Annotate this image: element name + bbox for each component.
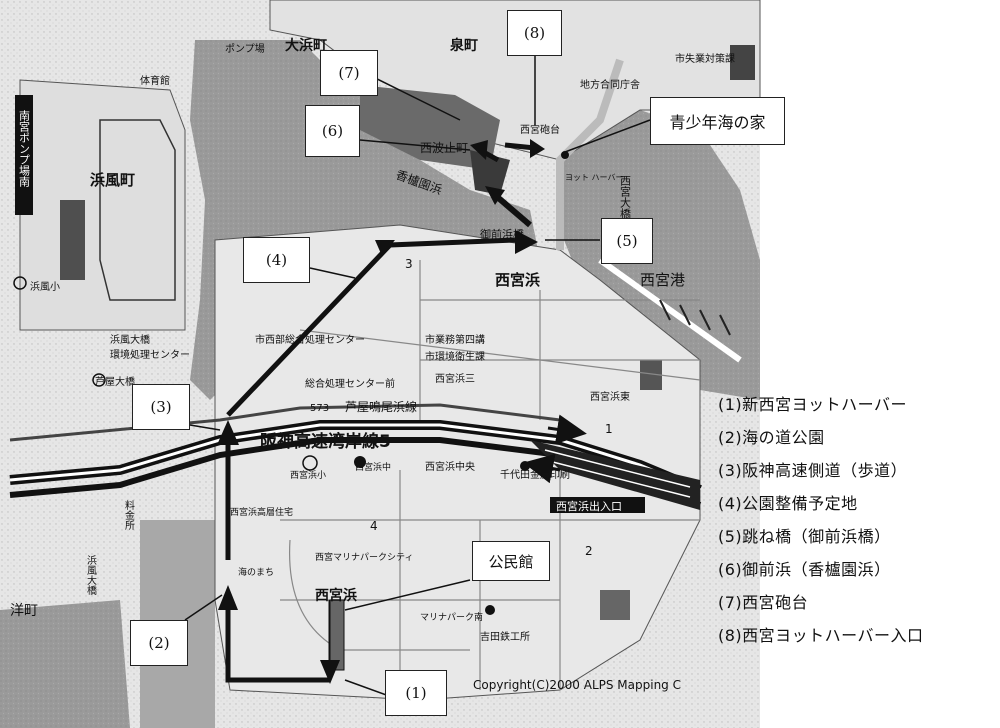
callout-kominkan: 公民館 — [472, 541, 550, 581]
label-chiyoda: 千代田金属印刷 — [500, 468, 570, 481]
ramp-stripe — [544, 459, 691, 498]
exit-label-bg — [550, 497, 645, 513]
label-seiryo: 西宮浜三 — [435, 372, 475, 385]
callout-2: (2) — [130, 620, 188, 666]
route-arrow-east — [530, 139, 545, 158]
label-expressway: 阪神高速湾岸線5 — [260, 431, 391, 452]
exit-arrow — [523, 453, 561, 484]
legend-item-5: (5)跳ね橋（御前浜橋） — [718, 527, 891, 546]
route-segment — [493, 192, 532, 228]
road-east — [598, 257, 742, 363]
block-number: 3 — [405, 257, 413, 271]
callout-8: (8) — [507, 10, 562, 56]
route-arrow-up — [218, 585, 238, 610]
label-fortress: 西宮砲台 — [520, 123, 560, 136]
label-nishinomiyahama: 西宮浜 — [495, 271, 540, 289]
korouen-strip — [470, 150, 510, 195]
building-block — [640, 360, 662, 390]
label-marina-park2: マリナパーク南 — [420, 611, 483, 623]
label-yacht: ヨット ハーバー — [565, 173, 623, 182]
route-arrow-up — [217, 420, 239, 445]
label-umi-no-machi: 海のまち — [238, 566, 274, 578]
building-block — [60, 200, 85, 280]
ramp-stripe — [544, 449, 691, 488]
legend-item-6: (6)御前浜（香櫨園浜） — [718, 560, 891, 579]
copyright-notice: Copyright(C)2000 ALPS Mapping C — [473, 678, 681, 692]
route-arrow-down — [320, 660, 340, 684]
block-number: 4 — [370, 519, 378, 533]
legend-item-8: (8)西宮ヨットハーバー入口 — [718, 626, 924, 645]
label-marina-high: 西宮浜高層住宅 — [230, 506, 293, 518]
label-kanpo: 環境処理センター — [110, 348, 190, 361]
callout-6: (6) — [305, 105, 360, 157]
callout-7: (7) — [320, 50, 378, 96]
label-yoshida: 吉田鉄工所 — [480, 630, 530, 643]
legend-item-7: (7)西宮砲台 — [718, 593, 809, 612]
label-izumi: 泉町 — [450, 37, 478, 54]
walking-route — [225, 237, 516, 683]
label-marina-park: 西宮マリナパークシティ — [315, 551, 413, 563]
label-nishinomiyahama-south: 西宮浜 — [315, 587, 357, 604]
label-ryokin: 料金所 — [123, 499, 135, 531]
legend-item-1: (1)新西宮ヨットハーバー — [718, 395, 908, 414]
building-block — [600, 590, 630, 620]
label-ohashi: 西宮大橋 — [619, 175, 632, 220]
label-ashiya-route: 芦屋鳴尾浜線 — [345, 399, 417, 414]
label-sogo-center: 総合処理センター前 — [305, 377, 395, 390]
label-exit: 西宮浜出入口 — [556, 499, 622, 513]
label-taiiku: 体育館 — [140, 74, 170, 87]
label-hama-mid: 西宮浜中央 — [425, 460, 475, 473]
sea-area-south — [0, 600, 130, 728]
route-arrow-ne — [375, 240, 395, 256]
legend: (1)新西宮ヨットハーバー (2)海の道公園 (3)阪神高速側道（歩道） (4)… — [718, 388, 1000, 652]
exit-arrow — [547, 414, 587, 445]
expressway-centerline — [9, 423, 701, 492]
route-arrow-nw — [485, 186, 505, 205]
block-number: 1 — [605, 422, 613, 436]
legend-item-3: (3)阪神高速側道（歩道） — [718, 461, 908, 480]
building-block — [730, 45, 755, 80]
label-hamakaze-bridge: 浜風大橋 — [110, 333, 150, 346]
road-north — [556, 58, 624, 250]
label-fire: 市失業対策課 — [675, 52, 735, 65]
label-hotel: 地方合同庁舎 — [580, 78, 640, 91]
label-ohama: 大浜町 — [285, 37, 327, 54]
harbour-piers — [659, 299, 731, 336]
label-nango-pump: 南宮ポンプ場南 — [18, 110, 31, 187]
map-symbols — [13, 151, 569, 615]
callout-youth-house: 青少年海の家 — [650, 97, 785, 145]
label-port: 西宮港 — [640, 271, 685, 289]
callout-4: (4) — [243, 237, 310, 283]
park-zone — [360, 85, 500, 170]
label-gyomu: 市業務第四講 — [425, 333, 485, 346]
callout-1: (1) — [385, 670, 447, 716]
sea-area-east — [560, 110, 760, 400]
route-arrow-east — [515, 230, 538, 254]
hamakaze-block — [99, 119, 176, 301]
block-number: 2 — [585, 544, 593, 558]
callout-5: (5) — [601, 218, 653, 264]
label-hamakaze-sho: 浜風小 — [30, 281, 60, 293]
label-kankyo: 市環境衛生課 — [425, 350, 485, 363]
legend-item-4: (4)公園整備予定地 — [718, 494, 858, 513]
label-marina-sho: 西宮浜小 — [290, 469, 326, 481]
label-yocho: 洋町 — [10, 603, 38, 619]
pump-label-bg — [15, 95, 33, 215]
label-hamakaze: 浜風町 — [90, 171, 135, 189]
label-gozenhama-bridge: 御前浜橋 — [480, 227, 524, 241]
route-arrow-west — [470, 140, 488, 160]
paper-margin — [760, 0, 1000, 728]
legend-item-2: (2)海の道公園 — [718, 428, 825, 447]
label-center: 市西部総合処理センター — [255, 333, 365, 346]
label-pump: ポンプ場 — [225, 42, 265, 55]
label-nishiotomo: 西波止町 — [420, 141, 468, 155]
label-route-number: 573 — [310, 403, 329, 414]
label-hama-east: 西宮浜東 — [590, 390, 630, 403]
callout-3: (3) — [132, 384, 190, 430]
label-hamakaze-ohashi: 浜風大橋 — [85, 555, 97, 596]
